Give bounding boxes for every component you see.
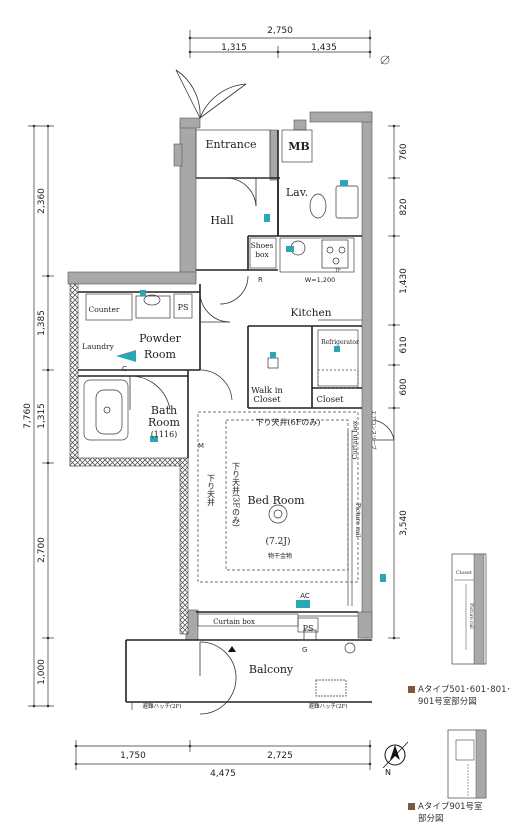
legend-type-a-901: Aタイプ901号室 部分図 — [408, 801, 483, 825]
hatched-wall-bath-bottom — [69, 457, 189, 467]
dim-left-4: 1,000 — [37, 659, 47, 685]
mark-c: C — [122, 365, 127, 373]
label-evac-left: 避難ハッチ(2F) — [142, 702, 181, 710]
thin-lines — [83, 129, 362, 710]
dim-top-total: 2,750 — [267, 26, 293, 36]
label-ceiling-vertical: 下り天井 — [207, 474, 216, 507]
label-ps-1: PS — [178, 303, 189, 312]
label-bath-3: (1116) — [151, 430, 178, 439]
dimension-labels: 2,750 1,315 1,435 1,750 2,725 4,475 7,76… — [23, 26, 409, 779]
legend-type-a-multi-line2: 901号室部分図 — [418, 697, 477, 707]
label-picture-rail: Picture rail — [354, 503, 361, 537]
compass-small — [380, 55, 390, 65]
label-mb: MB — [288, 140, 309, 153]
door-swings — [129, 69, 395, 715]
label-kitchen: Kitchen — [290, 307, 331, 319]
room-labels: Entrance MB Lav. Hall Shoes box Kitchen … — [82, 138, 377, 710]
inset-closet-label: Closet — [456, 570, 472, 576]
dim-right-3: 610 — [399, 336, 409, 353]
dim-right-0: 760 — [399, 143, 409, 160]
legend-square-icon — [408, 686, 415, 693]
dim-right-5: 3,540 — [399, 510, 409, 536]
label-ps-2: PS — [303, 624, 314, 633]
label-bedroom: Bed Room — [247, 494, 305, 507]
label-shoes-box-1: Shoes — [251, 241, 274, 250]
dim-left-2: 1,315 — [37, 403, 47, 429]
legend-type-a-901-line2: 部分図 — [418, 814, 444, 824]
small-marks: R M G C TF — [122, 268, 341, 654]
compass: N — [382, 741, 409, 777]
label-ceiling-6f: 下り天井(6Fのみ) — [256, 417, 321, 427]
inset-picture-rail-label: Picture rail — [468, 603, 474, 629]
label-wic-2: Closet — [253, 395, 281, 405]
dim-bottom-right: 2,725 — [267, 751, 293, 761]
label-powder-2: Room — [144, 348, 177, 361]
label-closet: Closet — [316, 395, 344, 405]
inset-type-a-multi: Closet Picture rail — [451, 553, 487, 665]
label-bath-2: Room — [148, 416, 181, 429]
label-bedroom-size: (7.2J) — [266, 536, 291, 547]
label-lav: Lav. — [286, 186, 308, 199]
dim-left-total: 7,760 — [23, 403, 33, 429]
balcony-details — [228, 629, 356, 697]
dim-left-1: 1,385 — [37, 310, 47, 336]
label-entrance: Entrance — [205, 138, 256, 151]
hatched-wall-bedroom-left — [179, 457, 189, 635]
legend-type-a-901-line1: Aタイプ901号室 — [418, 802, 483, 812]
dim-right-4: 600 — [399, 378, 409, 395]
label-ac: AC — [300, 592, 310, 600]
structural-walls — [67, 111, 373, 641]
dim-left-0: 2,360 — [37, 188, 47, 214]
legend-type-a-multi-line1: Aタイプ501･601･801･ — [418, 685, 511, 695]
label-powder-1: Powder — [139, 332, 182, 345]
dim-right-2: 1,430 — [399, 268, 409, 294]
fixtures — [95, 185, 359, 524]
label-refrigerator: Refrigerator — [321, 339, 359, 346]
mark-g: G — [302, 646, 307, 654]
dimension-lines — [28, 30, 400, 770]
mark-m: M — [198, 442, 204, 450]
inset-type-a-901 — [447, 729, 487, 799]
compass-north: N — [385, 768, 391, 777]
label-ceiling-3f: 下り天井(3Fのみ) — [232, 462, 241, 527]
dimension-ticks — [32, 36, 396, 766]
label-wic-1: Walk in — [251, 386, 283, 396]
label-counter: Counter — [89, 305, 120, 314]
dim-top-left: 1,315 — [221, 43, 247, 53]
label-shoes-box-2: box — [255, 250, 269, 259]
label-hall: Hall — [210, 214, 234, 227]
dim-bottom-left: 1,750 — [120, 751, 146, 761]
mark-tf: TF — [334, 268, 341, 274]
label-kitchen-width: W=1,200 — [305, 276, 335, 284]
hatched-wall-left — [69, 283, 79, 467]
label-evac-right: 避難ハッチ(2F) — [308, 702, 347, 710]
label-laundry: Laundry — [82, 342, 114, 351]
dim-top-right: 1,435 — [311, 43, 337, 53]
dim-right-1: 820 — [399, 198, 409, 215]
dim-left-3: 2,700 — [37, 537, 47, 563]
label-curtain-box-right: Curtain box — [351, 420, 359, 459]
interior-walls — [78, 130, 372, 703]
mark-r: R — [258, 276, 263, 284]
label-aircon-sleeve: エアコンスリーブ — [370, 410, 377, 450]
dim-bottom-total: 4,475 — [210, 769, 236, 779]
legend-square-icon — [408, 803, 415, 810]
label-balcony: Balcony — [249, 663, 294, 676]
label-drying-rack: 物干金物 — [268, 552, 292, 560]
accents — [116, 180, 386, 608]
legend-type-a-multi: Aタイプ501･601･801･ 901号室部分図 — [408, 684, 511, 708]
label-curtain-box-bottom: Curtain box — [213, 618, 255, 626]
label-bath-1: Bath — [151, 404, 177, 417]
